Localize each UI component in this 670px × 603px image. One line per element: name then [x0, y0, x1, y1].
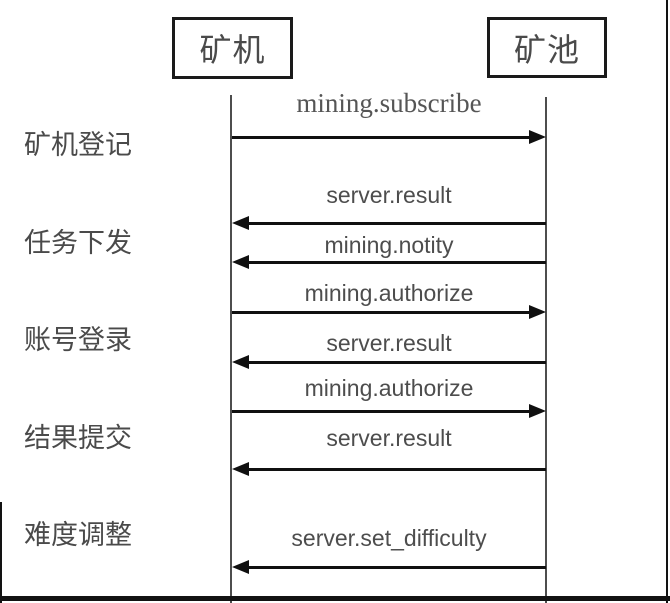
- message-label-server-set-difficulty: server.set_difficulty: [291, 525, 487, 551]
- arrow-right-mining-authorize-2: [232, 404, 546, 418]
- message-label-server-result-2: server.result: [326, 330, 452, 356]
- phase-label-difficulty-adjustment: 难度调整: [24, 520, 132, 550]
- arrowhead-right-icon: [529, 130, 546, 144]
- arrowhead-right-icon: [529, 404, 546, 418]
- actor-label-miner: 矿机: [199, 32, 266, 68]
- arrow-shaft: [232, 136, 533, 139]
- arrow-left-server-result-1: [232, 216, 546, 230]
- actor-box-miner: 矿机: [172, 17, 293, 79]
- arrow-left-server-result-2: [232, 355, 546, 369]
- actor-label-pool: 矿池: [513, 31, 580, 68]
- arrow-left-mining-notity: [232, 255, 546, 269]
- phase-label-account-login: 账号登录: [24, 325, 132, 355]
- arrow-right-mining-subscribe: [232, 130, 546, 144]
- arrow-shaft: [245, 468, 546, 471]
- arrow-left-server-result-3: [232, 462, 546, 476]
- arrow-shaft: [245, 566, 546, 569]
- phase-label-result-submission: 结果提交: [24, 423, 132, 453]
- arrow-left-server-set-difficulty: [232, 560, 546, 574]
- arrowhead-left-icon: [232, 560, 249, 574]
- lifeline-pool: [545, 97, 547, 603]
- page-border-left: [0, 502, 2, 603]
- arrowhead-left-icon: [232, 355, 249, 369]
- message-label-mining-subscribe: mining.subscribe: [296, 88, 482, 118]
- arrow-shaft: [245, 361, 546, 364]
- arrowhead-left-icon: [232, 255, 249, 269]
- arrow-shaft: [245, 261, 546, 264]
- message-label-mining-authorize-1: mining.authorize: [304, 280, 474, 306]
- phase-label-task-dispatch: 任务下发: [24, 228, 132, 258]
- page-border-bottom: [0, 596, 670, 601]
- message-label-server-result-3: server.result: [326, 425, 452, 451]
- phase-label-miner-registration: 矿机登记: [24, 130, 132, 160]
- message-label-mining-notity: mining.notity: [324, 232, 454, 258]
- message-label-mining-authorize-2: mining.authorize: [304, 375, 474, 401]
- arrowhead-left-icon: [232, 462, 249, 476]
- arrowhead-right-icon: [529, 305, 546, 319]
- arrowhead-left-icon: [232, 216, 249, 230]
- arrow-right-mining-authorize-1: [232, 305, 546, 319]
- arrow-shaft: [232, 410, 533, 413]
- arrow-shaft: [245, 222, 546, 225]
- page-border-right: [666, 0, 668, 603]
- actor-box-pool: 矿池: [487, 17, 607, 78]
- message-label-server-result-1: server.result: [326, 182, 452, 208]
- lifeline-miner: [230, 95, 232, 603]
- arrow-shaft: [232, 311, 533, 314]
